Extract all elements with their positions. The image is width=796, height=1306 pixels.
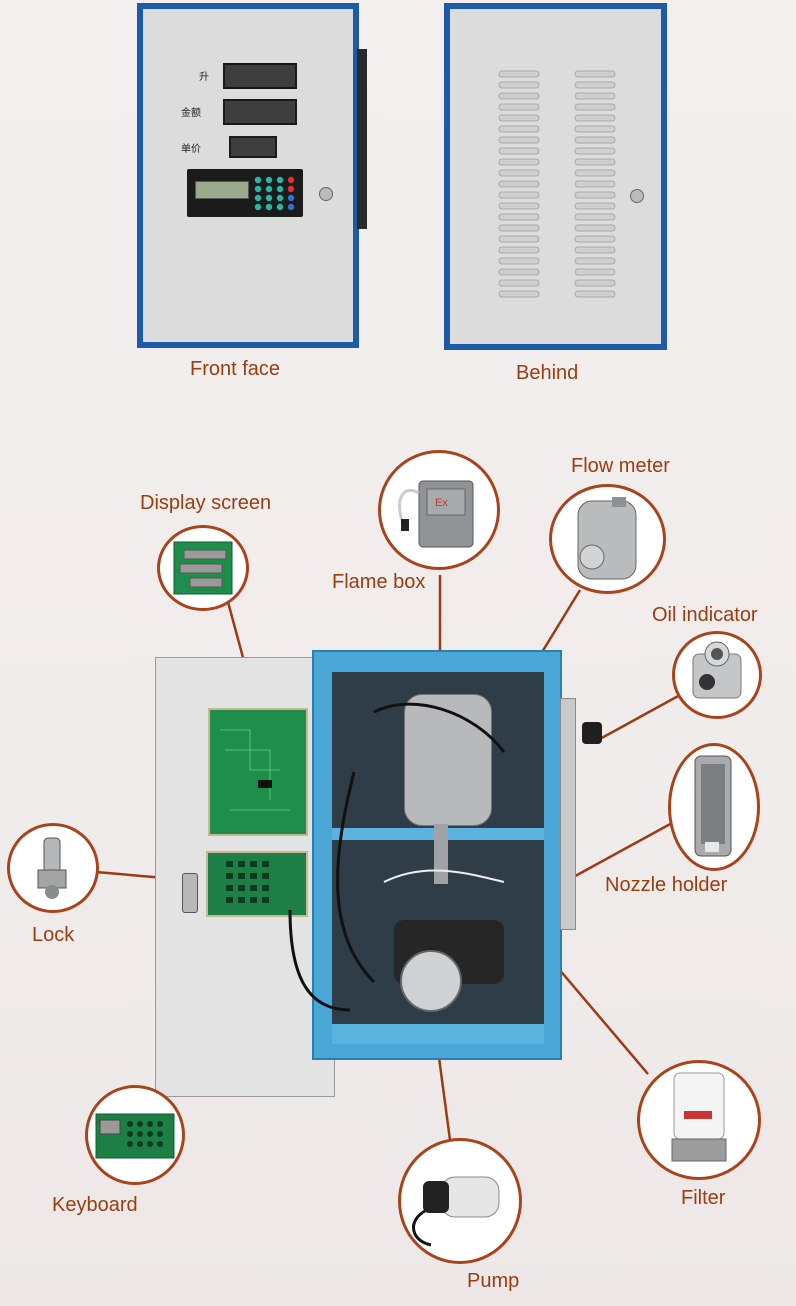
keyhole-icon <box>319 187 333 201</box>
behind-cabinet <box>444 3 667 350</box>
filter-icon <box>671 1072 727 1162</box>
lock-circle <box>7 823 99 913</box>
cabinet-floor <box>332 1024 544 1044</box>
flame-box-mark: Ex <box>435 497 448 509</box>
oil-indicator-label: Oil indicator <box>652 604 758 626</box>
keyhole-icon <box>630 189 644 203</box>
unit-price-display <box>229 136 277 158</box>
filter-circle <box>637 1060 761 1180</box>
cabinet-side-edge <box>357 49 367 229</box>
pump-circle <box>398 1138 522 1264</box>
vertical-pipe <box>434 824 448 884</box>
lcd-screen <box>195 181 249 199</box>
unit-price-label: 单价 <box>181 144 201 155</box>
behind-caption: Behind <box>516 362 579 384</box>
keyboard-icon <box>95 1113 175 1159</box>
pump-pulley <box>400 950 462 1012</box>
front-face-cabinet: 升 金额 单价 <box>137 3 367 348</box>
front-face-caption: Front face <box>190 358 281 380</box>
flow-meter-label: Flow meter <box>571 455 670 477</box>
lock-label: Lock <box>32 924 75 946</box>
pump-label: Pump <box>467 1270 520 1292</box>
flame-box-icon: Ex <box>398 480 474 548</box>
flame-box-circle: Ex <box>378 450 500 570</box>
flow-meter-circle <box>549 484 666 594</box>
door-display-board <box>208 708 308 836</box>
flow-meter-icon <box>577 497 637 580</box>
liters-display <box>223 63 297 89</box>
cabinet-side-panel <box>560 698 576 930</box>
keyboard-label: Keyboard <box>52 1194 138 1216</box>
lock-icon <box>37 837 67 899</box>
oil-indicator-circle <box>672 631 762 719</box>
cabinet-door <box>155 657 335 1097</box>
leader-nozzle-holder <box>567 821 673 882</box>
cable-wires <box>336 702 506 984</box>
amount-label: 金额 <box>181 108 201 119</box>
pump-icon <box>412 1176 500 1247</box>
keyboard-circle <box>85 1085 185 1185</box>
vent-louvers <box>498 70 616 298</box>
oil-indicator-fitting <box>582 722 602 744</box>
flow-meter-unit <box>404 694 492 826</box>
liters-label: 升 <box>199 72 209 83</box>
oil-indicator-icon <box>692 641 742 699</box>
display-screen-label: Display screen <box>140 492 272 514</box>
nozzle-holder-label: Nozzle holder <box>605 874 728 896</box>
keypad-buttons <box>254 176 295 211</box>
display-screen-circle <box>157 525 249 611</box>
nozzle-holder-circle <box>668 743 760 871</box>
keypad-panel <box>187 169 303 217</box>
filter-label: Filter <box>681 1187 726 1209</box>
flame-box-label: Flame box <box>332 571 426 593</box>
amount-display <box>223 99 297 125</box>
nozzle-holder-icon <box>694 755 732 857</box>
door-lock-icon <box>182 873 198 913</box>
door-keyboard-board <box>206 851 308 917</box>
display-screen-icon <box>173 541 233 595</box>
leader-oil-indicator <box>597 693 681 742</box>
cabinet-body <box>312 650 562 1060</box>
